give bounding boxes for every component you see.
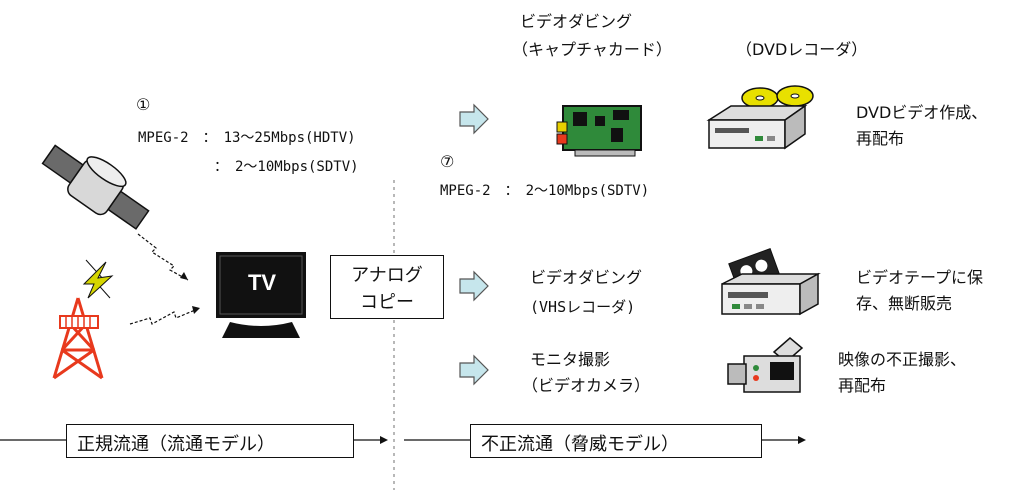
legit-marker: ①: [136, 95, 151, 114]
legit-flow-label: 正規流通（流通モデル）: [77, 434, 275, 455]
broadcast-tower-icon: [52, 259, 114, 380]
vhs-line1: ビデオダビング: [530, 268, 643, 287]
illicit-marker: ⑦: [440, 152, 455, 171]
dvd-outcome-line2: 再配布: [856, 129, 905, 148]
monitor-line2: （ビデオカメラ）: [522, 376, 651, 395]
analog-copy-box: アナログ コピー: [330, 255, 444, 319]
dvd-outcome-line1: DVDビデオ作成、: [856, 103, 988, 122]
vhs-outcome-line1: ビデオテープに保: [856, 268, 984, 287]
illicit-mpeg-sd: MPEG-2 ： 2～10Mbps(SDTV): [440, 183, 650, 199]
satellite-icon: [41, 144, 150, 230]
separator-line: [393, 180, 395, 490]
signal-lines: [129, 233, 201, 325]
capture-title: ビデオダビング: [520, 12, 633, 31]
camera-outcome-line1: 映像の不正撮影、: [838, 350, 967, 369]
dvd-recorder-label: （DVDレコーダ）: [736, 40, 868, 59]
tv-icon: [216, 252, 306, 338]
vhs-arrow-icon: [459, 270, 489, 302]
illicit-flow-label: 不正流通（脅威モデル）: [481, 434, 679, 455]
tv-label: TV: [247, 270, 277, 295]
vhs-line2: (VHSレコーダ): [530, 298, 636, 316]
capture-arrow-icon: [459, 103, 489, 135]
analog-copy-line1: アナログ: [351, 265, 423, 286]
legit-mpeg-sd: ： 2～10Mbps(SDTV): [214, 159, 359, 175]
illicit-flow-box: 不正流通（脅威モデル）: [470, 424, 762, 458]
monitor-line1: モニタ撮影: [530, 350, 611, 369]
flow-arrows: [0, 436, 806, 444]
legit-flow-box: 正規流通（流通モデル）: [66, 424, 354, 458]
camera-arrow-icon: [459, 354, 489, 386]
legit-mpeg-hd: MPEG-2 ： 13～25Mbps(HDTV): [138, 130, 356, 146]
vhs-recorder-icon: [721, 248, 821, 316]
camera-outcome-line2: 再配布: [838, 376, 887, 395]
analog-copy-line2: コピー: [360, 292, 414, 313]
capture-subtitle: （キャプチャカード）: [512, 40, 672, 59]
video-camera-icon: [727, 337, 804, 393]
vhs-outcome-line2: 存、無断販売: [856, 294, 953, 313]
capture-card-icon: [556, 105, 642, 157]
dvd-recorder-icon: [706, 85, 814, 150]
